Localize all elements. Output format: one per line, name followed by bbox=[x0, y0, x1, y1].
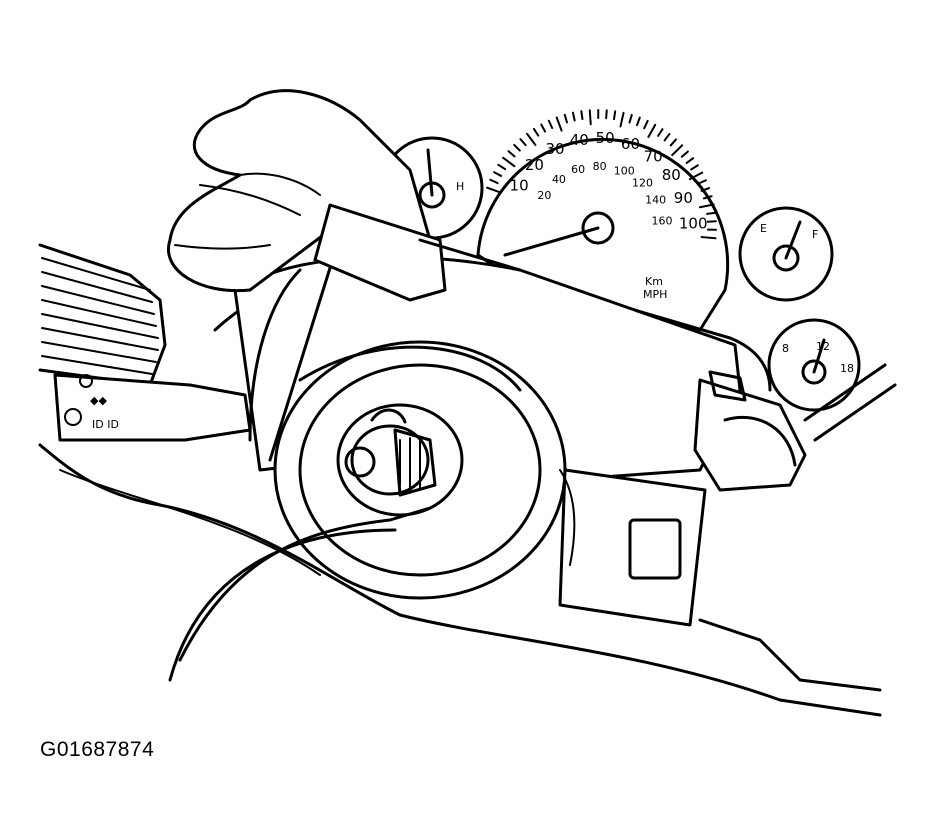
fuel-gauge-high-label: F bbox=[812, 228, 818, 241]
voltmeter-high-label: 18 bbox=[840, 362, 854, 375]
speedometer-tick bbox=[513, 143, 521, 152]
speedometer-mph-label: 20 bbox=[525, 156, 544, 174]
speedometer-tick bbox=[669, 138, 677, 147]
speedometer-tick bbox=[519, 138, 527, 147]
speedometer-tick bbox=[613, 110, 617, 121]
speedometer-tick bbox=[647, 123, 657, 139]
speedometer-kmh-label: 20 bbox=[537, 189, 551, 202]
speedometer-kmh-label: 60 bbox=[571, 163, 585, 176]
temp-gauge-high-label: H bbox=[456, 180, 464, 193]
speedometer-mph-label: 60 bbox=[621, 135, 640, 153]
speedometer-tick bbox=[493, 171, 503, 177]
speedometer-tick bbox=[580, 110, 584, 121]
speedometer-tick bbox=[657, 128, 664, 137]
sdm-module bbox=[558, 468, 707, 627]
speedometer-kmh-label: 80 bbox=[593, 160, 607, 173]
speedometer-kmh-label: 160 bbox=[652, 214, 673, 227]
speedometer-mph-label: 40 bbox=[570, 131, 589, 149]
fuel-gauge-low-label: E bbox=[760, 222, 767, 235]
speedometer-tick bbox=[619, 111, 625, 128]
speedometer-kmh-label: 40 bbox=[552, 173, 566, 186]
figure-id-label: G01687874 bbox=[40, 738, 155, 761]
speedometer-tick bbox=[507, 150, 516, 158]
speedometer-tick bbox=[605, 109, 608, 120]
speedometer-tick bbox=[680, 150, 689, 158]
speedometer-tick bbox=[486, 186, 502, 194]
speedometer-kmh-label: 120 bbox=[632, 176, 653, 189]
speedometer-tick bbox=[489, 178, 499, 185]
speedometer-tick bbox=[502, 156, 516, 168]
speedometer-tick bbox=[547, 119, 554, 130]
fuel-gauge: E F bbox=[738, 206, 834, 302]
knee-bolster-edge bbox=[698, 618, 882, 692]
speedometer-mph-label: 10 bbox=[510, 177, 529, 195]
speedometer-tick bbox=[688, 171, 704, 181]
speedometer-mph-label: 90 bbox=[674, 189, 693, 207]
speedometer-tick bbox=[698, 203, 715, 209]
speedometer-kmh-label: 140 bbox=[645, 194, 666, 207]
hand-with-screwdriver bbox=[167, 89, 522, 302]
speedometer-tick bbox=[685, 157, 695, 164]
ignition-switch-connector bbox=[693, 363, 897, 492]
speedometer-tick bbox=[706, 211, 717, 215]
speedometer-mph-label: 100 bbox=[679, 214, 708, 232]
voltmeter-mid-label: 12 bbox=[816, 340, 830, 353]
speedometer-tick bbox=[697, 179, 707, 185]
speedometer-tick bbox=[700, 187, 711, 192]
lever-arrows: ◆◆ bbox=[90, 394, 107, 407]
speedometer-tick bbox=[532, 127, 540, 137]
speedometer-kmh-label: 100 bbox=[614, 165, 635, 178]
speedometer-tick bbox=[540, 123, 547, 133]
speedometer-tick bbox=[702, 195, 713, 200]
lower-dash-panel bbox=[38, 443, 882, 717]
speedometer-tick bbox=[525, 132, 537, 146]
speedometer-tick bbox=[571, 111, 576, 122]
speedometer-tick bbox=[700, 236, 717, 240]
voltmeter-gauge: 8 12 18 bbox=[767, 318, 861, 412]
speedometer-tick bbox=[635, 116, 641, 127]
speedometer-tick bbox=[663, 133, 671, 142]
lower-dash-panel-inner bbox=[59, 469, 321, 576]
speedometer-unit-km: Km bbox=[645, 275, 663, 288]
speedometer-tick bbox=[690, 164, 699, 171]
speedometer-mph-label: 50 bbox=[596, 129, 615, 147]
speedometer-tick bbox=[563, 113, 568, 124]
speedometer-mph-label: 30 bbox=[546, 140, 565, 158]
air-vent-grille bbox=[38, 243, 167, 387]
speedometer-unit-mph: MPH bbox=[643, 288, 667, 301]
speedometer-mph-label: 80 bbox=[662, 166, 681, 184]
speedometer-tick bbox=[555, 116, 563, 132]
speedometer-tick bbox=[497, 163, 507, 171]
lever-symbol: ID ID bbox=[92, 418, 119, 431]
voltmeter-low-label: 8 bbox=[782, 342, 789, 355]
speedometer-tick bbox=[643, 119, 649, 130]
speedometer-tick bbox=[628, 113, 633, 124]
test-lead-wire-return bbox=[168, 528, 397, 682]
speedometer-tick bbox=[671, 144, 684, 157]
clockspring-assembly bbox=[273, 340, 567, 600]
speedometer-mph-label: 70 bbox=[644, 147, 663, 165]
turn-signal-lever: ◆◆ ID ID bbox=[53, 373, 252, 442]
speedometer-tick bbox=[588, 109, 592, 126]
